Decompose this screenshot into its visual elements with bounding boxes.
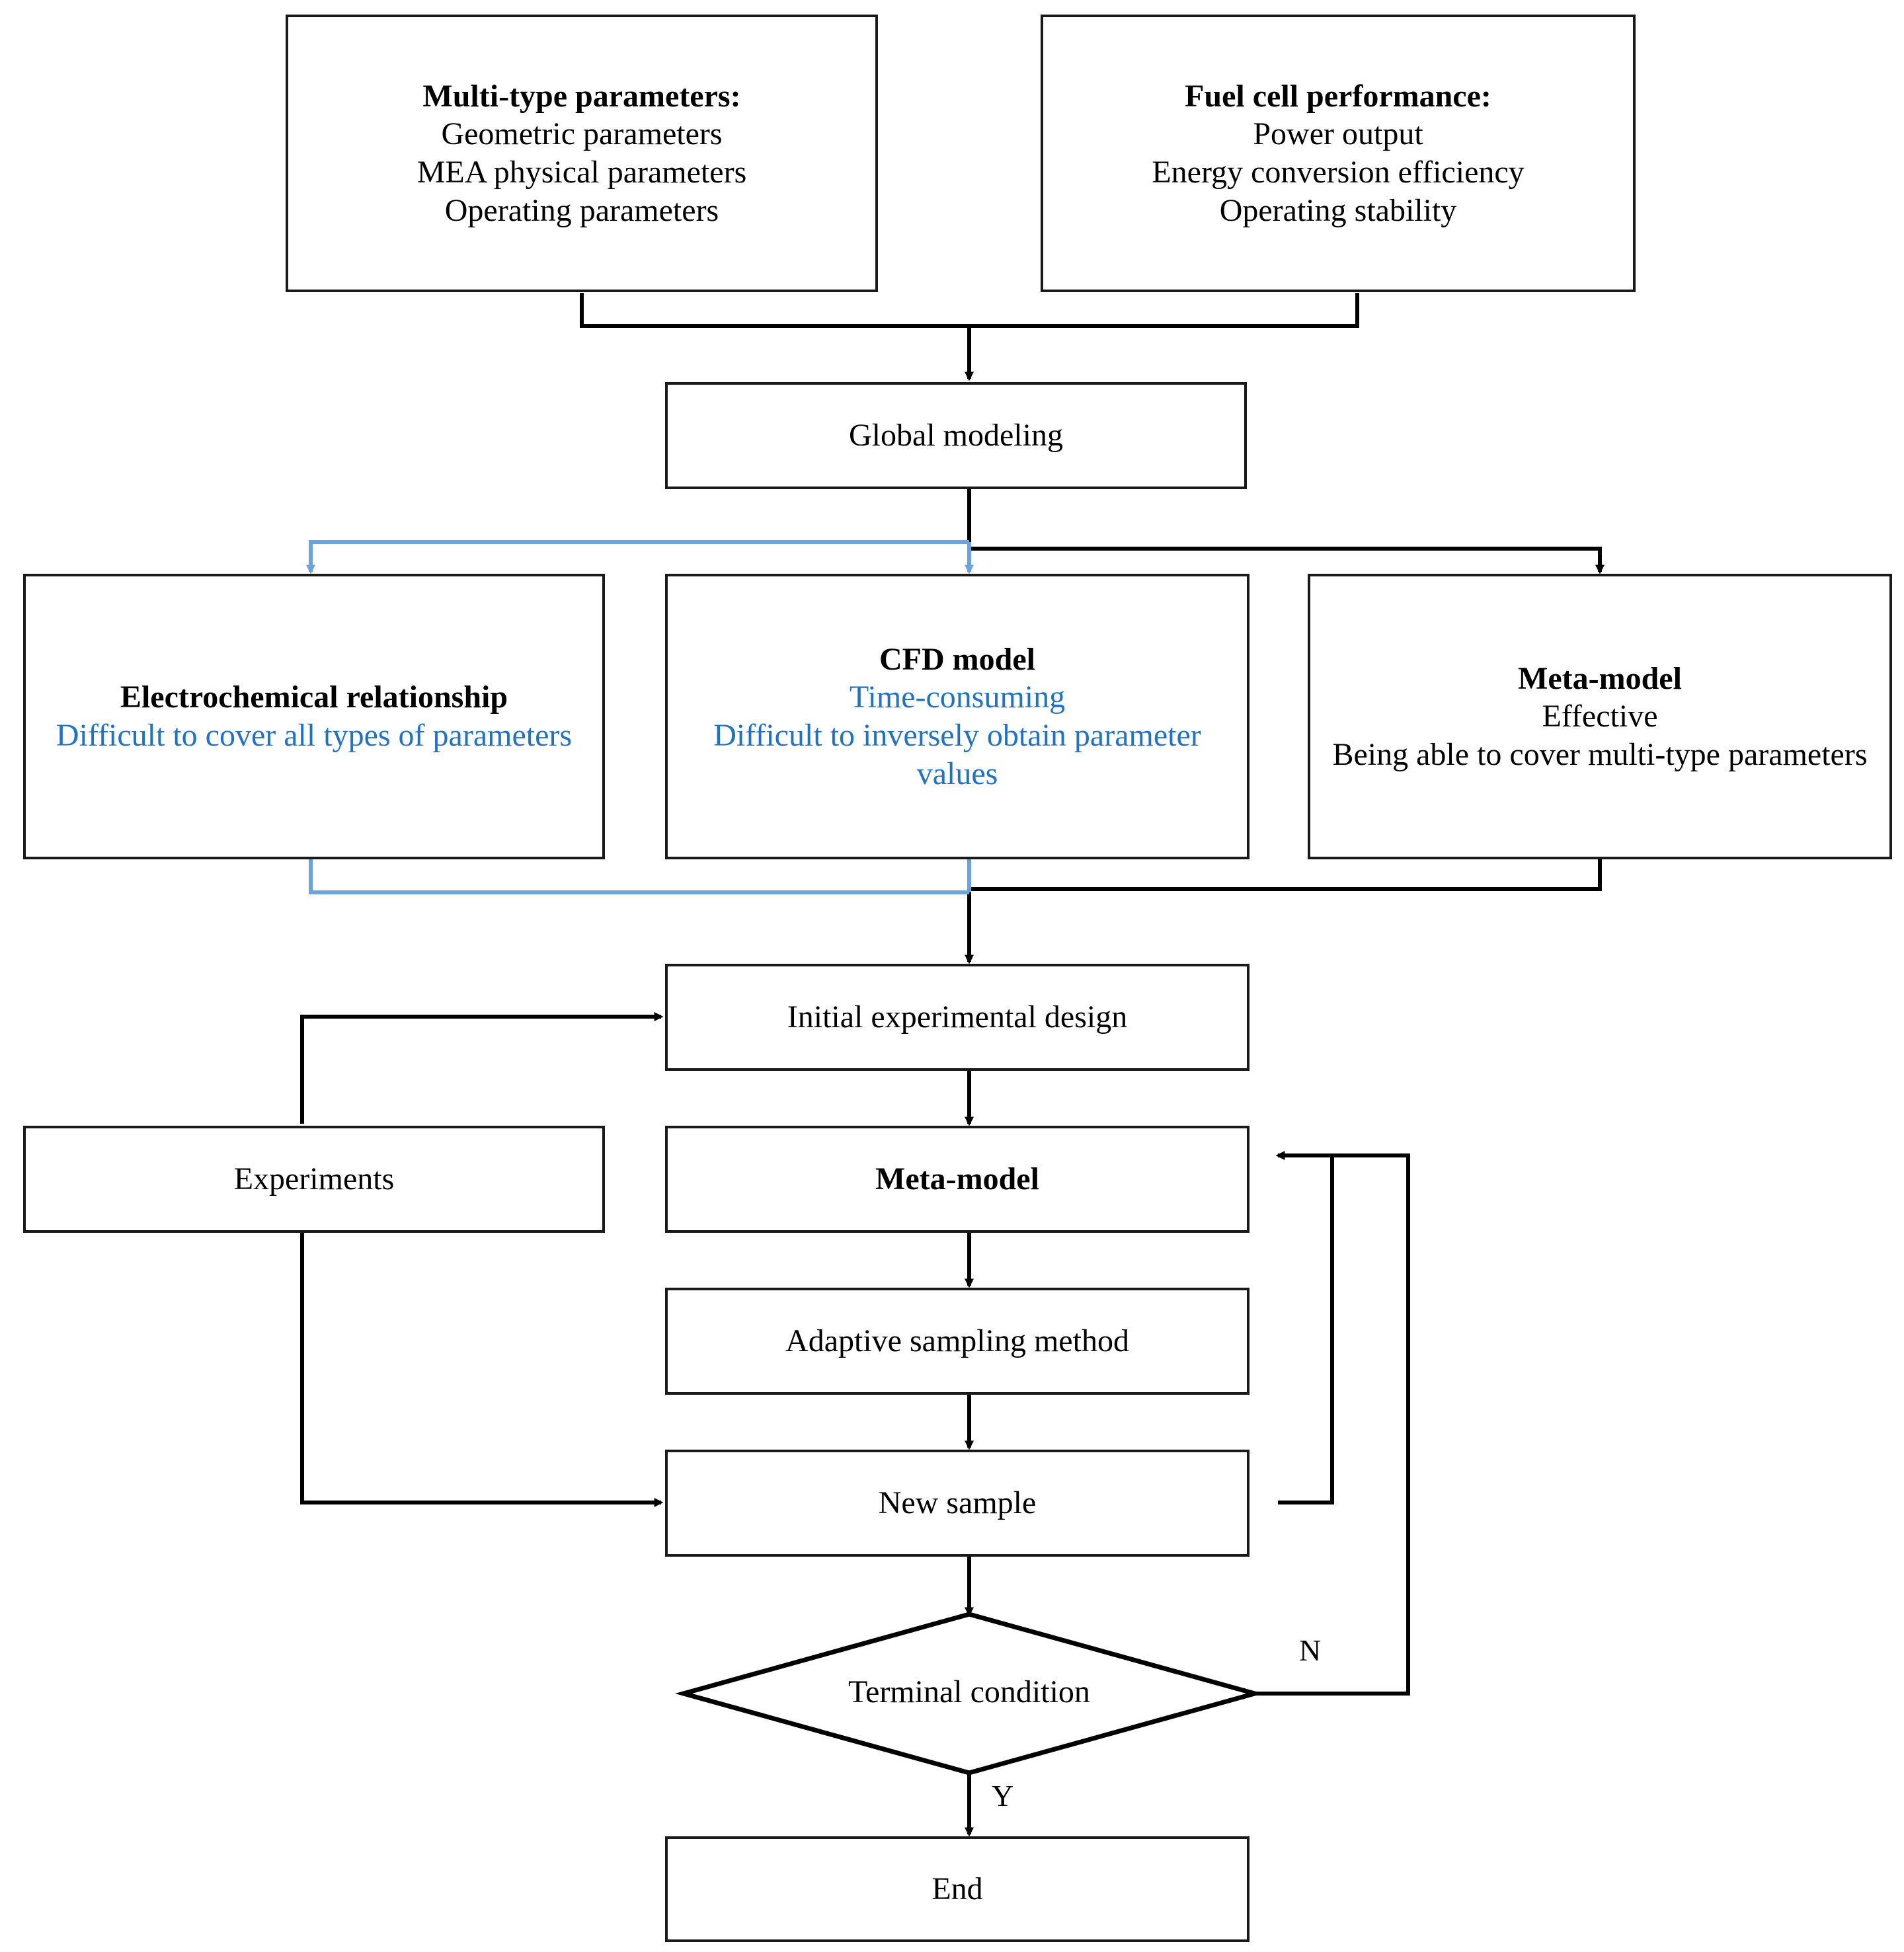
edge-label-yes: Y: [992, 1779, 1014, 1813]
multi-type-parameters-line-3: Operating parameters: [444, 192, 719, 228]
node-cfd-model[interactable]: CFD model Time-consuming Difficult to in…: [665, 574, 1250, 859]
node-end[interactable]: End: [665, 1836, 1250, 1942]
fuel-cell-performance-line-1: Power output: [1253, 116, 1423, 152]
terminal-condition-diamond: [674, 1612, 1264, 1776]
electrochemical-relationship-note: Difficult to cover all types of paramete…: [56, 718, 573, 753]
node-global-modeling[interactable]: Global modeling: [665, 382, 1247, 489]
node-multi-type-parameters[interactable]: Multi-type parameters: Geometric paramet…: [286, 15, 878, 292]
node-meta-model[interactable]: Meta-model: [665, 1126, 1250, 1233]
edge-top-merge: [580, 293, 1359, 328]
global-modeling-label: Global modeling: [849, 418, 1063, 453]
node-experiments[interactable]: Experiments: [23, 1126, 605, 1233]
node-new-sample[interactable]: New sample: [665, 1450, 1250, 1557]
multi-type-parameters-heading: Multi-type parameters:: [422, 78, 741, 114]
fuel-cell-performance-line-3: Operating stability: [1219, 192, 1457, 228]
node-adaptive-sampling-method[interactable]: Adaptive sampling method: [665, 1288, 1250, 1395]
meta-model-description-note-1: Effective: [1542, 699, 1658, 734]
meta-model-description-note-2: Being able to cover multi-type parameter…: [1332, 736, 1868, 772]
edge-global-to-electrochemical: [306, 540, 969, 574]
edge-electrochemical-return: [309, 859, 969, 894]
multi-type-parameters-line-1: Geometric parameters: [441, 116, 723, 152]
fuel-cell-performance-heading: Fuel cell performance:: [1185, 78, 1491, 114]
edge-metamodel-top-return: [969, 859, 1602, 891]
multi-type-parameters-line-2: MEA physical parameters: [416, 155, 747, 190]
edge-label-no: N: [1299, 1633, 1322, 1667]
node-initial-experimental-design[interactable]: Initial experimental design: [665, 964, 1250, 1071]
end-label: End: [932, 1871, 983, 1907]
node-meta-model-description[interactable]: Meta-model Effective Being able to cover…: [1308, 574, 1892, 859]
edge-global-to-metamodel-top: [969, 547, 1605, 574]
cfd-model-heading: CFD model: [879, 641, 1035, 677]
edge-experiments-to-initial-design: [300, 1012, 664, 1124]
terminal-condition-label: Terminal condition: [848, 1674, 1090, 1709]
adaptive-sampling-method-label: Adaptive sampling method: [785, 1323, 1129, 1359]
meta-model-label: Meta-model: [875, 1161, 1039, 1197]
electrochemical-relationship-heading: Electrochemical relationship: [120, 680, 508, 715]
edge-newsample-loop-to-metamodel: [1275, 1151, 1334, 1504]
cfd-model-note-1: Time-consuming: [849, 680, 1066, 715]
edge-experiments-to-newsample: [300, 1233, 664, 1507]
meta-model-description-heading: Meta-model: [1518, 660, 1682, 696]
edge-terminal-no-loop: [1255, 1153, 1410, 1696]
node-electrochemical-relationship[interactable]: Electrochemical relationship Difficult t…: [23, 574, 605, 859]
node-fuel-cell-performance[interactable]: Fuel cell performance: Power output Ener…: [1041, 15, 1636, 292]
initial-experimental-design-label: Initial experimental design: [787, 999, 1128, 1035]
new-sample-label: New sample: [878, 1485, 1037, 1521]
fuel-cell-performance-line-2: Energy conversion efficiency: [1152, 155, 1525, 190]
cfd-model-note-2: Difficult to inversely obtain parameter …: [713, 718, 1201, 791]
experiments-label: Experiments: [233, 1161, 395, 1197]
